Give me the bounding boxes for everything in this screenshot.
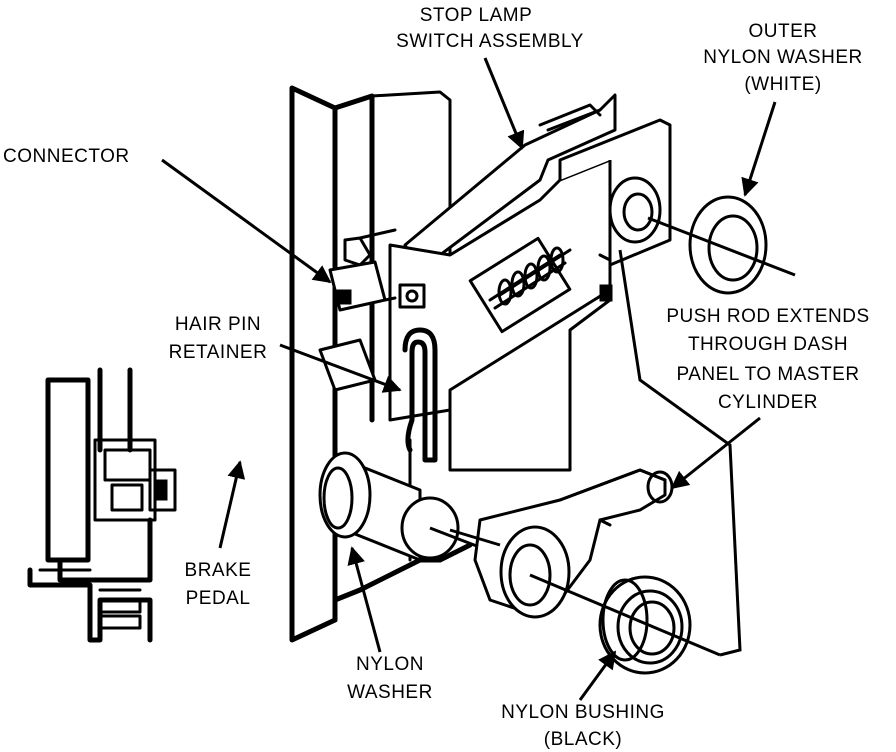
centerlines [449, 216, 796, 657]
return-spring [497, 246, 565, 306]
nylon-washer-pivot [318, 451, 501, 562]
leader-arrows [161, 57, 777, 701]
label-nylon-washer-line1: NYLON [356, 654, 424, 675]
label-stop-lamp-line2: SWITCH ASSEMBLY [396, 31, 584, 52]
outer-nylon-washer [688, 195, 768, 295]
label-push-rod-line4: CYLINDER [718, 392, 818, 413]
switch-assembly [318, 93, 672, 472]
label-brake-pedal-line1: BRAKE [185, 560, 252, 581]
label-push-rod-line3: PANEL TO MASTER [676, 364, 859, 385]
label-hair-pin-line1: HAIR PIN [175, 314, 261, 335]
push-rod [473, 468, 674, 619]
label-outer-washer-line1: OUTER [749, 21, 818, 42]
label-nylon-bushing-line1: NYLON BUSHING [501, 702, 665, 723]
label-push-rod-line1: PUSH ROD EXTENDS [666, 306, 869, 327]
label-nylon-washer-line2: WASHER [347, 682, 433, 703]
label-push-rod-line2: THROUGH DASH [688, 334, 848, 355]
label-outer-washer-line3: (WHITE) [744, 74, 821, 95]
label-outer-washer-line2: NYLON WASHER [703, 47, 862, 68]
label-nylon-bushing-line2: (BLACK) [544, 729, 622, 750]
label-connector: CONNECTOR [3, 146, 130, 167]
label-stop-lamp-line1: STOP LAMP [420, 5, 533, 26]
inset-side-view [27, 367, 177, 643]
labels: STOP LAMP SWITCH ASSEMBLY OUTER NYLON WA… [3, 5, 869, 750]
label-hair-pin-line2: RETAINER [169, 342, 268, 363]
label-brake-pedal-line2: PEDAL [186, 588, 251, 609]
